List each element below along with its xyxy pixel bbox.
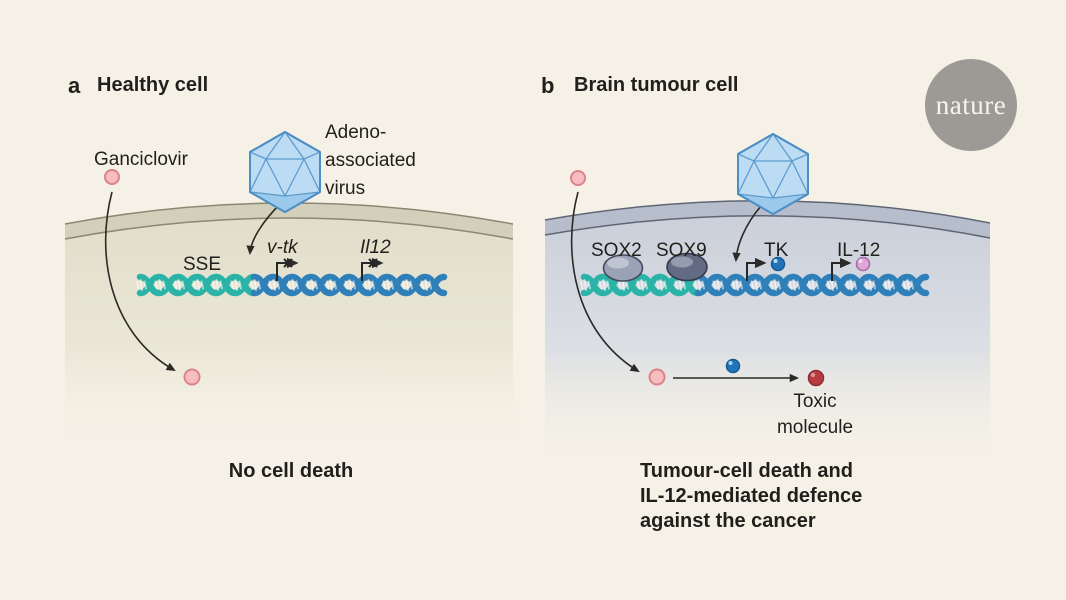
ganciclovir-entry-arrow [104, 191, 176, 372]
ganciclovir-entry-arrow-b [570, 191, 640, 373]
panel-b-letter: b [541, 73, 555, 98]
panel-b-title: Brain tumour cell [574, 74, 739, 96]
toxic-molecule-highlight [810, 372, 816, 378]
ganciclovir-molecule-b-icon [570, 170, 586, 186]
sox2-protein-icon [602, 254, 644, 282]
healthy-cell-membrane [65, 203, 513, 239]
dna-transgene-region [251, 277, 444, 293]
vtk-gene-label: v-tk [267, 237, 298, 258]
tk-label: TK [764, 240, 789, 261]
tk-enzyme-highlight [728, 361, 733, 365]
aav-virus-label: Adeno- associated virus [325, 122, 416, 199]
ganciclovir-molecule-icon [104, 169, 120, 185]
panel-b-caption: Tumour-cell death and IL-12-mediated def… [640, 460, 863, 532]
tk-enzyme-icon [725, 358, 741, 374]
virus-genome-arrow-b [732, 205, 762, 263]
ganciclovir-inside-icon [183, 368, 201, 386]
toxic-molecule-label: Toxic molecule [776, 391, 854, 438]
ganciclovir-inside-b-icon [648, 368, 666, 386]
sox9-protein-icon [666, 252, 708, 282]
panel-a-caption: No cell death [228, 460, 354, 482]
tk-promoter-active-icon [746, 257, 767, 281]
il12-promoter-active-icon [831, 257, 852, 281]
tumour-cell-membrane [545, 200, 990, 238]
dna-helix-healthy [137, 277, 444, 293]
aav-virus-icon [249, 131, 321, 213]
il12-label: IL-12 [837, 240, 881, 261]
il12-protein-highlight [858, 259, 863, 263]
nature-logo: nature [925, 59, 1017, 151]
nature-logo-text: nature [935, 89, 1007, 120]
il12-gene-label: Il12 [360, 237, 391, 258]
tk-protein-highlight [773, 259, 778, 263]
sox2-label: SOX2 [591, 240, 642, 261]
panel-a-letter: a [68, 73, 81, 98]
toxic-molecule-icon [807, 369, 825, 387]
sse-label: SSE [183, 254, 222, 275]
sox9-label: SOX9 [656, 240, 707, 261]
panel-a-title: Healthy cell [97, 74, 209, 96]
ganciclovir-label: Ganciclovir [94, 149, 188, 170]
vtk-promoter-blocked-icon [276, 257, 299, 281]
il12-promoter-blocked-icon [361, 257, 384, 281]
